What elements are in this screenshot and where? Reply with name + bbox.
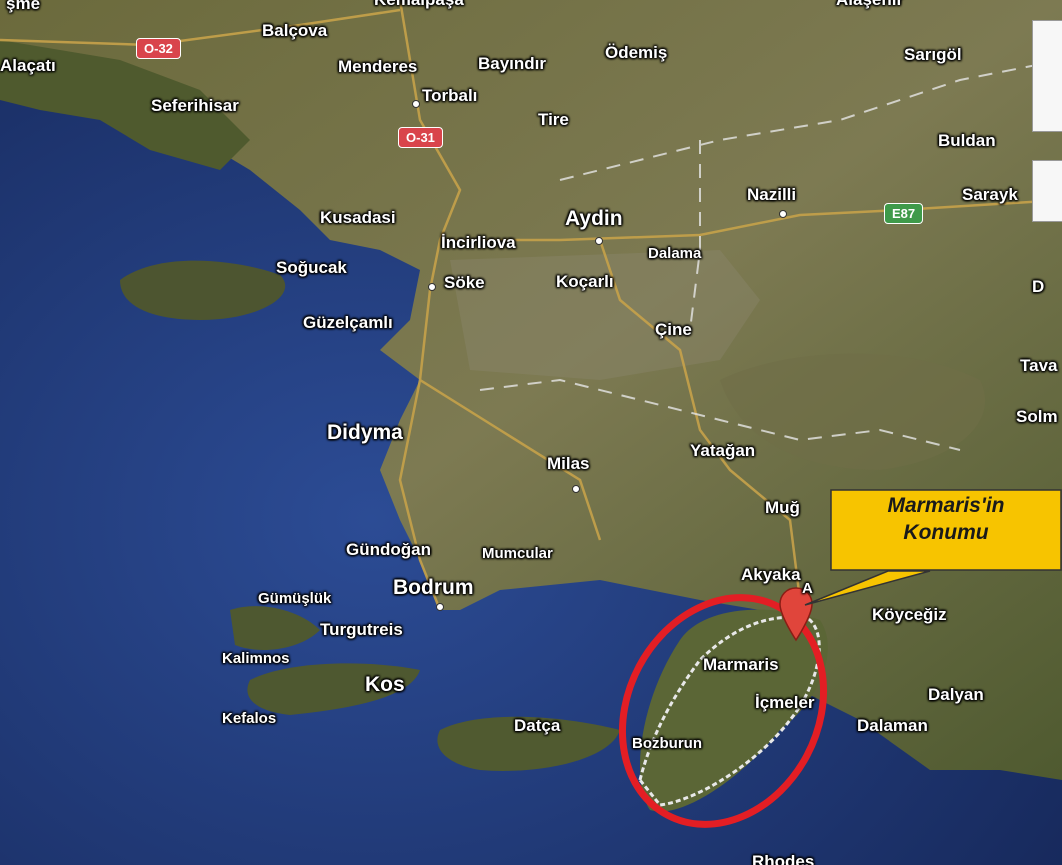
place-torbali[interactable]: Torbalı <box>422 86 478 105</box>
place-kefalos[interactable]: Kefalos <box>222 710 277 727</box>
place-rhodes[interactable]: Rhodes <box>752 852 815 865</box>
road-shield-o31: O-31 <box>398 127 443 148</box>
place-bayindir[interactable]: Bayındır <box>478 54 547 73</box>
place-koycegiz[interactable]: Köyceğiz <box>872 605 947 624</box>
place-dalyan[interactable]: Dalyan <box>928 685 984 704</box>
place-bozburun[interactable]: Bozburun <box>632 735 702 752</box>
map-control-box[interactable] <box>1032 160 1062 222</box>
place-buldan[interactable]: Buldan <box>938 131 996 150</box>
callout-text: Marmaris'in Konumu <box>830 492 1062 546</box>
place-seferihisar[interactable]: Seferihisar <box>151 96 239 115</box>
callout-pointer <box>804 570 931 606</box>
place-cine[interactable]: Çine <box>655 320 692 339</box>
marker-label: A <box>802 580 813 597</box>
place-tire[interactable]: Tire <box>538 110 569 129</box>
city-dot-milas <box>572 485 580 493</box>
place-yatagan[interactable]: Yatağan <box>690 441 756 460</box>
place-tava[interactable]: Tava <box>1020 356 1058 375</box>
place-soke[interactable]: Söke <box>444 273 485 292</box>
city-dot-torbali <box>412 100 420 108</box>
place-menderes[interactable]: Menderes <box>338 57 418 76</box>
place-dalama[interactable]: Dalama <box>648 245 702 262</box>
place-alacati[interactable]: Alaçatı <box>0 56 56 75</box>
place-didyma[interactable]: Didyma <box>327 421 403 444</box>
place-aydin[interactable]: Aydin <box>565 207 623 230</box>
place-guzelcamli[interactable]: Güzelçamlı <box>303 313 393 332</box>
place-bodrum[interactable]: Bodrum <box>393 576 474 599</box>
place-datca[interactable]: Datça <box>514 716 561 735</box>
place-sarayk[interactable]: Sarayk <box>962 185 1018 204</box>
place-sogucak[interactable]: Soğucak <box>276 258 347 277</box>
place-odemis[interactable]: Ödemiş <box>605 43 668 62</box>
callout-line-1: Marmaris'in <box>887 494 1005 517</box>
road-shield-e87: E87 <box>884 203 924 224</box>
city-dot-nazilli <box>779 210 787 218</box>
highlight-ring <box>618 594 828 828</box>
place-incirliova[interactable]: İncirliova <box>441 233 516 252</box>
place-kusadasi[interactable]: Kusadasi <box>320 208 396 227</box>
place-sme[interactable]: şme <box>6 0 41 13</box>
place-kalimnos[interactable]: Kalimnos <box>222 650 290 667</box>
place-solm[interactable]: Solm <box>1016 407 1058 426</box>
place-marmaris[interactable]: Marmaris <box>703 655 779 674</box>
callout-line-2: Konumu <box>903 521 989 544</box>
place-dalaman[interactable]: Dalaman <box>857 716 928 735</box>
city-dot-bodrum <box>436 603 444 611</box>
place-kos[interactable]: Kos <box>365 673 405 696</box>
place-sarigol[interactable]: Sarıgöl <box>904 45 962 64</box>
place-milas[interactable]: Milas <box>547 454 590 473</box>
place-mumcular[interactable]: Mumcular <box>482 545 553 562</box>
place-mug[interactable]: Muğ <box>765 498 800 517</box>
place-turgutreis[interactable]: Turgutreis <box>320 620 403 639</box>
place-d[interactable]: D <box>1032 277 1045 296</box>
city-dot-soke <box>428 283 436 291</box>
road-shield-o32: O-32 <box>136 38 181 59</box>
place-balcova[interactable]: Balçova <box>262 21 328 40</box>
place-kemalpasa[interactable]: Kemalpaşa <box>374 0 464 10</box>
place-icmeler[interactable]: İçmeler <box>755 693 815 712</box>
city-dot-aydin <box>595 237 603 245</box>
place-alasehir[interactable]: Alaşehir <box>836 0 903 10</box>
callout-box <box>830 489 1062 571</box>
map-control-panel[interactable] <box>1032 20 1062 132</box>
place-kocarli[interactable]: Koçarlı <box>556 272 614 291</box>
map-marker-pin[interactable] <box>779 587 813 642</box>
place-gundogan[interactable]: Gündoğan <box>346 540 431 559</box>
place-nazilli[interactable]: Nazilli <box>747 185 797 204</box>
place-akyaka[interactable]: Akyaka <box>741 565 801 584</box>
place-gumusluk[interactable]: Gümüşlük <box>258 590 332 607</box>
